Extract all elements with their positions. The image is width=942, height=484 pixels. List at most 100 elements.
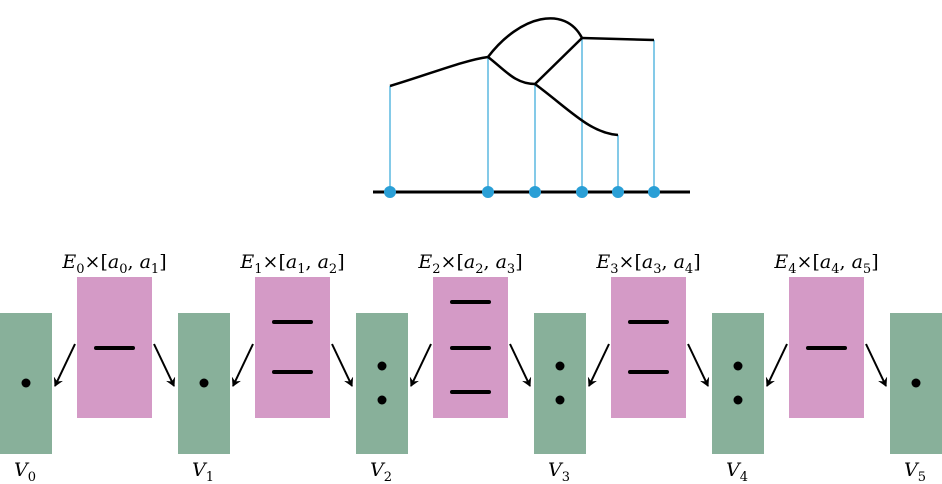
label-subscript: 0 (119, 262, 127, 277)
vertex-point (555, 361, 565, 371)
bracket: [ (100, 251, 107, 273)
label-subscript: 4 (831, 262, 839, 277)
label-subscript: 5 (863, 262, 871, 277)
label-letter: E (595, 251, 610, 273)
interval-end: a (674, 251, 685, 273)
times-symbol: × (619, 251, 635, 273)
label-subscript: 4 (788, 262, 796, 277)
vertex-point (555, 395, 565, 405)
label-subscript: 2 (475, 262, 483, 277)
times-symbol: × (797, 251, 813, 273)
label-subscript: 3 (507, 262, 515, 277)
graph-edge (534, 37, 583, 85)
label-subscript: 2 (329, 262, 337, 277)
vertex-space-V2 (356, 313, 408, 454)
graph-edge (487, 56, 536, 86)
critical-value-point (529, 186, 541, 198)
bracket: ] (515, 251, 522, 273)
graph-edge (487, 17, 584, 58)
label-subscript: 1 (151, 262, 159, 277)
critical-value-point (648, 186, 660, 198)
interval-start: a (464, 251, 475, 273)
bracket: ] (693, 251, 700, 273)
label-subscript: 3 (653, 262, 661, 277)
interval-end: a (140, 251, 151, 273)
vertex-space-label: V5 (904, 459, 926, 484)
label-letter: V (726, 459, 742, 481)
graph-edge (534, 82, 619, 137)
graph-edge (581, 36, 655, 42)
vertex-space-label: V2 (370, 459, 392, 484)
vertex-space-V3 (534, 313, 586, 454)
edge-space-label: E0×[a0, a1] (61, 251, 166, 277)
bracket: ] (871, 251, 878, 273)
comma: , (127, 251, 139, 273)
comma: , (305, 251, 317, 273)
interval-start: a (108, 251, 119, 273)
label-subscript: 0 (28, 470, 36, 484)
vertex-space-label: V1 (192, 459, 214, 484)
edge-space-E3 (611, 277, 686, 418)
bracket: [ (278, 251, 285, 273)
critical-value-point (576, 186, 588, 198)
interval-start: a (642, 251, 653, 273)
vertex-point (733, 361, 743, 371)
label-subscript: 4 (685, 262, 693, 277)
interval-end: a (496, 251, 507, 273)
reeb-graph (373, 17, 690, 198)
critical-value-point (482, 186, 494, 198)
right-map-arrow (509, 343, 532, 387)
label-subscript: 0 (76, 262, 84, 277)
interval-end: a (852, 251, 863, 273)
label-subscript: 4 (740, 470, 748, 484)
critical-value-point (384, 186, 396, 198)
label-letter: E (61, 251, 76, 273)
critical-value-point (612, 186, 624, 198)
label-subscript: 2 (432, 262, 440, 277)
right-map-arrow (153, 343, 176, 387)
label-subscript: 1 (297, 262, 305, 277)
interval-start: a (286, 251, 297, 273)
times-symbol: × (85, 251, 101, 273)
times-symbol: × (263, 251, 279, 273)
vertex-point (733, 395, 743, 405)
label-letter: E (239, 251, 254, 273)
left-map-arrow (587, 343, 610, 387)
graph-edge (389, 55, 489, 88)
right-map-arrow (331, 343, 354, 387)
vertex-point (911, 378, 921, 388)
left-map-arrow (765, 343, 788, 387)
times-symbol: × (441, 251, 457, 273)
label-subscript: 5 (918, 470, 926, 484)
edge-space-label: E1×[a1, a2] (239, 251, 344, 277)
label-letter: V (548, 459, 564, 481)
label-subscript: 1 (206, 470, 214, 484)
label-subscript: 2 (384, 470, 392, 484)
vertex-point (377, 395, 387, 405)
comma: , (839, 251, 851, 273)
left-map-arrow (53, 343, 76, 387)
label-subscript: 1 (254, 262, 262, 277)
edge-space-label: E2×[a2, a3] (417, 251, 522, 277)
left-map-arrow (231, 343, 254, 387)
vertex-point (199, 378, 209, 388)
vertex-point (21, 378, 31, 388)
label-letter: E (773, 251, 788, 273)
comma: , (661, 251, 673, 273)
right-map-arrow (687, 343, 710, 387)
bracket: [ (812, 251, 819, 273)
interval-start: a (820, 251, 831, 273)
edge-space-E1 (255, 277, 330, 418)
vertex-space-label: V3 (548, 459, 570, 484)
vertex-space-label: V4 (726, 459, 748, 484)
label-letter: V (192, 459, 208, 481)
bracket: [ (634, 251, 641, 273)
right-map-arrow (865, 343, 888, 387)
vertex-space-label: V0 (14, 459, 36, 484)
bracket: ] (159, 251, 166, 273)
vertex-space-V4 (712, 313, 764, 454)
label-letter: V (370, 459, 386, 481)
label-subscript: 3 (610, 262, 618, 277)
